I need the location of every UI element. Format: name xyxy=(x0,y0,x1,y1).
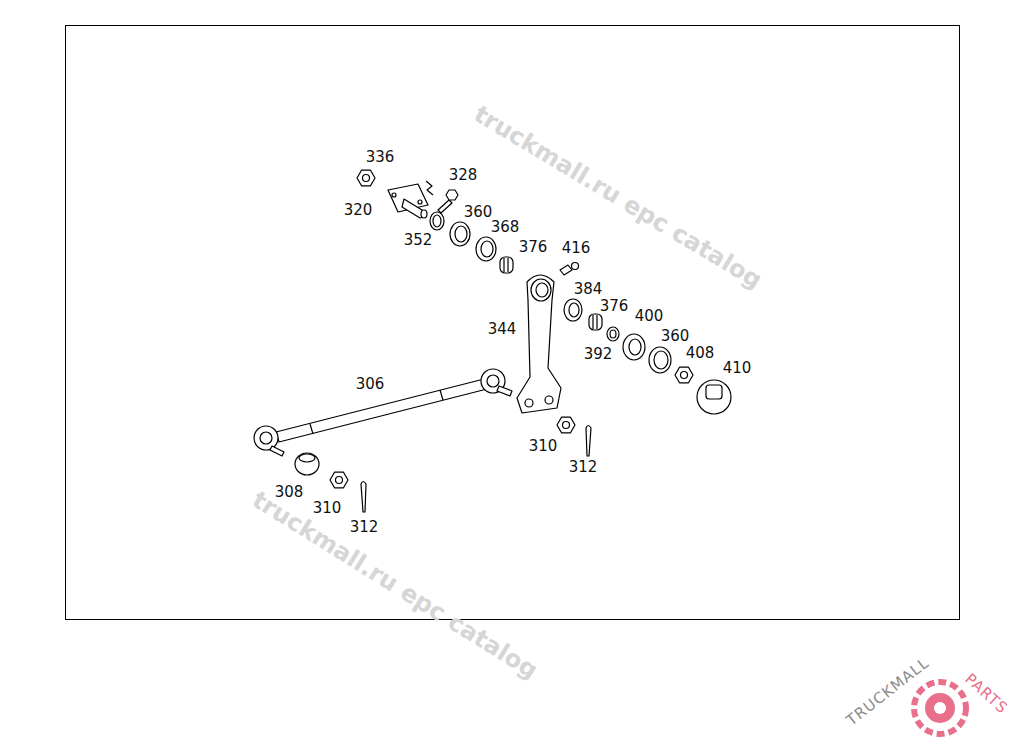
roller-bearing xyxy=(500,257,513,273)
cotter-pin xyxy=(361,482,366,513)
callout-number: 312 xyxy=(350,520,379,535)
arm-hole xyxy=(545,396,553,404)
callout-number: 376 xyxy=(600,299,629,314)
roller-line xyxy=(507,258,508,272)
rod-mark xyxy=(440,390,443,400)
arm-eye xyxy=(531,279,551,301)
callout-number: 376 xyxy=(519,240,548,255)
callout-number: 310 xyxy=(529,439,558,454)
seal xyxy=(450,222,470,246)
ball-stud xyxy=(270,446,284,456)
callout-number: 306 xyxy=(356,377,385,392)
boot-top xyxy=(299,454,315,462)
callout-number: 352 xyxy=(404,233,433,248)
arm-hole xyxy=(525,399,533,407)
frame xyxy=(66,26,960,620)
seal-inner xyxy=(455,226,467,242)
watermark: truckmall.ru epc catalog xyxy=(470,102,766,293)
roller-line xyxy=(592,315,593,329)
grease-nipple-head xyxy=(572,263,579,270)
nut-hole xyxy=(336,477,343,484)
ring xyxy=(430,212,444,230)
callout-number: 310 xyxy=(313,501,342,516)
cotter-pin xyxy=(586,426,591,457)
ring-inner xyxy=(433,215,441,227)
flange-hole xyxy=(418,200,422,204)
nut-hole xyxy=(681,372,688,379)
bearing-inner xyxy=(481,241,493,257)
callout-number: 410 xyxy=(723,361,752,376)
washer xyxy=(607,327,619,341)
bearing-inner xyxy=(569,303,579,317)
callout-number: 312 xyxy=(569,460,598,475)
callout-number: 320 xyxy=(344,203,373,218)
ball-joint-inner xyxy=(487,375,499,387)
roller-bearing xyxy=(589,314,602,330)
callout-number: 360 xyxy=(464,205,493,220)
callout-number: 416 xyxy=(562,241,591,256)
nut-hole xyxy=(563,422,570,429)
bearing xyxy=(476,237,496,261)
bolt-shank xyxy=(438,200,452,213)
bolt-head xyxy=(446,190,458,200)
arm-eye-inner xyxy=(536,283,548,297)
callout-number: 392 xyxy=(584,347,613,362)
bearing xyxy=(564,299,582,321)
callout-number: 336 xyxy=(366,150,395,165)
seal-inner xyxy=(654,351,668,369)
castle-nut xyxy=(557,417,575,433)
shaft-end xyxy=(421,210,427,218)
thrust-washer-inner xyxy=(629,339,641,355)
callout-number: 328 xyxy=(449,168,478,183)
callout-number: 400 xyxy=(635,309,664,324)
logo-text: PARTS xyxy=(962,671,1010,717)
logo-mark xyxy=(914,682,966,734)
nut xyxy=(675,367,693,383)
break-line xyxy=(426,181,433,195)
cap-top xyxy=(706,385,722,399)
callout-number: 384 xyxy=(574,282,603,297)
shaft xyxy=(402,199,426,218)
cap xyxy=(697,380,731,414)
callout-number: 368 xyxy=(491,220,520,235)
nut xyxy=(357,170,375,186)
rod-mark xyxy=(310,424,313,434)
callout-number: 408 xyxy=(686,346,715,361)
castle-nut xyxy=(330,472,348,488)
drop-arm xyxy=(517,275,561,413)
flange-hole xyxy=(392,193,396,197)
callout-number: 344 xyxy=(488,322,517,337)
washer-inner xyxy=(610,330,616,338)
roller-line xyxy=(596,315,597,329)
callout-number: 360 xyxy=(661,329,690,344)
boot xyxy=(295,453,319,475)
watermark: truckmall.ru epc catalog xyxy=(248,487,541,683)
nut-hole xyxy=(363,175,370,182)
ball-stud xyxy=(497,386,512,396)
ball-joint xyxy=(254,426,278,450)
callout-number: 308 xyxy=(275,485,304,500)
ball-joint-inner xyxy=(260,432,272,444)
roller-line xyxy=(503,258,504,272)
seal xyxy=(649,347,671,373)
grease-nipple xyxy=(560,265,572,275)
thrust-washer xyxy=(623,334,645,360)
